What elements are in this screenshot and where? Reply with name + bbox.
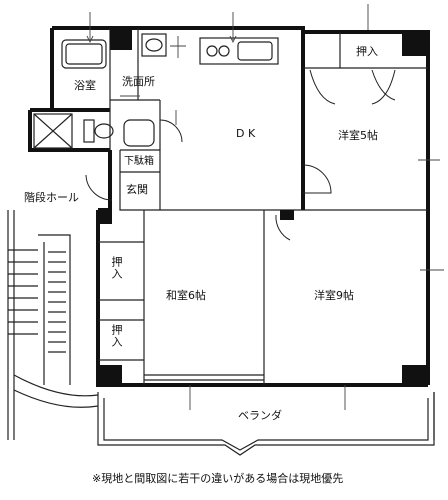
interior-walls	[98, 28, 428, 385]
label-veranda: ベランダ	[238, 409, 282, 422]
washing-machine-pan	[123, 119, 155, 147]
label-entrance: 玄関	[126, 183, 148, 196]
kitchen-counter	[199, 37, 279, 65]
label-closet-left-2: 押入	[110, 324, 123, 348]
bathtub	[61, 39, 107, 69]
pipe-shaft	[33, 113, 73, 149]
label-shoe-box: 下駄箱	[124, 156, 154, 167]
label-japanese-6: 和室6帖	[166, 289, 206, 302]
label-bath: 浴室	[74, 79, 96, 92]
label-washroom: 洗面所	[122, 75, 155, 88]
toilet	[83, 119, 114, 143]
wash-basin	[141, 33, 167, 57]
disclaimer-note: ※現地と間取図に若干の違いがある場合は現地優先	[92, 472, 344, 485]
label-western-5: 洋室5帖	[338, 129, 378, 142]
staircase	[7, 210, 99, 440]
veranda	[97, 392, 435, 456]
label-closet-left-1: 押入	[110, 256, 123, 280]
label-dk: D K	[236, 127, 256, 140]
label-stair-hall: 階段ホール	[24, 191, 79, 204]
direction-arrows	[86, 4, 444, 410]
doors	[85, 119, 332, 241]
closet-doors	[309, 69, 396, 105]
wall-columns	[98, 28, 426, 385]
label-closet-top: 押入	[356, 45, 378, 58]
label-western-9: 洋室9帖	[314, 289, 354, 302]
